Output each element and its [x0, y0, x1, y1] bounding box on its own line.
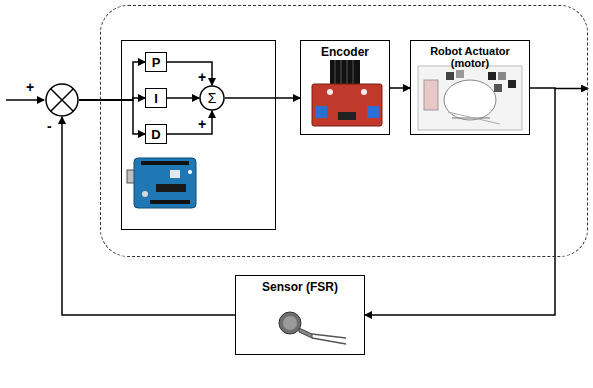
fsr-sensor-picture: [279, 312, 346, 344]
signal-arrow: [167, 111, 212, 134]
gain-label: I: [154, 91, 158, 106]
robot-hand-picture: [418, 66, 522, 130]
signal-arrow: [167, 97, 199, 99]
gain-label: D: [151, 127, 160, 142]
gain-box: P: [145, 52, 167, 72]
signal-arrow: [62, 117, 235, 315]
gain-box: I: [145, 88, 167, 108]
signal-arrow: [390, 87, 410, 89]
sign-plus: +: [26, 80, 34, 94]
system-boundary: P I D Σ Encoder Robot Actuator (motor): [100, 5, 588, 257]
signal-arrow: [79, 100, 145, 134]
controller-box: P I D Σ: [121, 40, 276, 230]
signal-arrow: [167, 62, 212, 85]
output-arrow: [555, 88, 588, 90]
actuator-box: Robot Actuator (motor): [410, 40, 530, 135]
gain-box: D: [145, 124, 167, 144]
encoder-box: Encoder: [300, 40, 390, 135]
sum-circle: Σ: [199, 85, 225, 111]
driver-board: [312, 60, 382, 126]
block-title: Encoder: [301, 45, 389, 59]
summing-junction: [45, 83, 79, 117]
input-arrow: [6, 99, 44, 101]
sensor-box: Sensor (FSR): [235, 275, 365, 355]
block-title: Robot Actuator (motor): [411, 45, 529, 69]
gain-label: P: [152, 55, 161, 70]
sign-plus: +: [198, 117, 206, 131]
signal-arrow: [365, 88, 555, 315]
sign-minus: -: [47, 119, 52, 133]
sum-symbol: Σ: [208, 90, 217, 106]
block-title: Sensor (FSR): [236, 280, 364, 294]
junction-symbol: [45, 83, 79, 117]
signal-arrow: [225, 97, 300, 99]
signal-arrow: [79, 62, 145, 100]
arduino-board: [127, 158, 196, 208]
sign-plus: +: [198, 70, 206, 84]
